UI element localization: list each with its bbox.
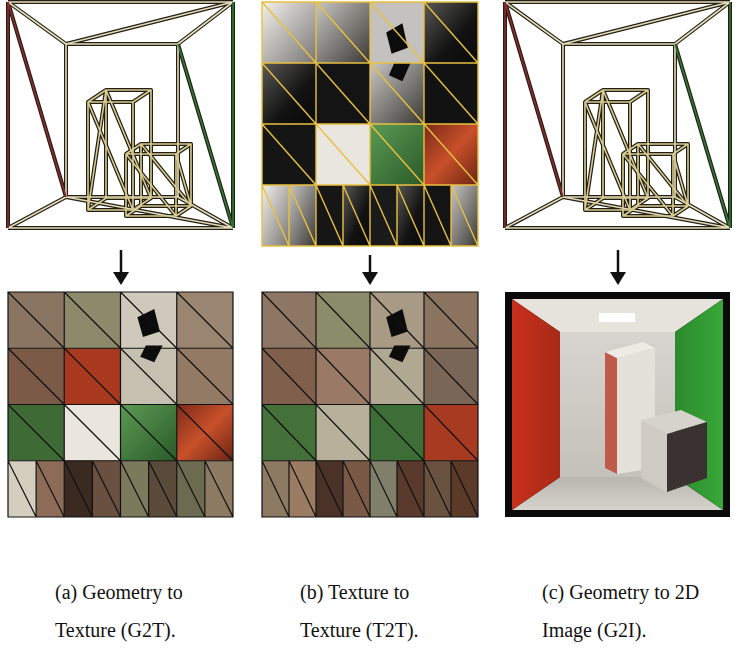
geometry-wireframe [8,2,233,228]
flow-arrow [113,250,129,285]
output-texture [262,292,478,517]
flow-arrow [362,255,378,285]
output-texture [8,292,233,517]
figure-caption: (b) Texture to Texture (T2T). [300,573,468,649]
figure-caption: (c) Geometry to 2D Image (G2I). [542,573,714,649]
flow-arrow [610,250,626,285]
texture-atlas [262,2,478,246]
rendered-image [505,292,730,517]
geometry-wireframe [505,2,730,228]
figure-caption: (a) Geometry to Texture (G2T). [55,573,223,649]
